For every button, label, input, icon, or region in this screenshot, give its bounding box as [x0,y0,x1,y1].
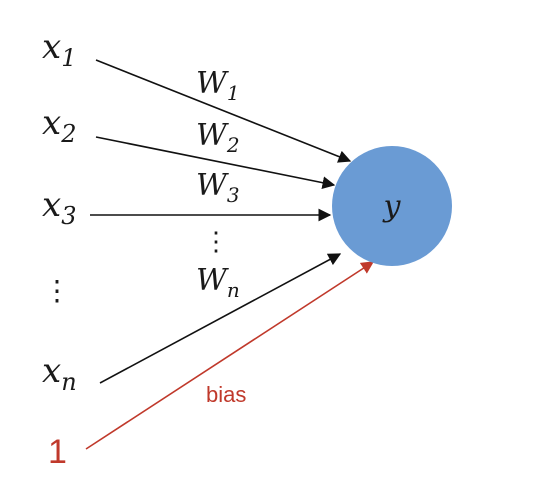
input-label-2: x2 [42,103,76,148]
input-label-n: xn [42,351,77,396]
input-label-3: x3 [42,185,76,230]
input-label-1: x1 [42,27,76,72]
output-node [332,146,452,266]
edge-xn [99,253,342,384]
edge-bias [85,261,375,450]
bias-label: bias [206,382,246,407]
output-label: y [382,189,402,224]
weight-label-3: W3 [196,168,240,207]
weight-label-2: W2 [196,118,240,157]
edge-x1 [95,59,352,163]
weight-label-1: W1 [196,66,240,105]
edge-x2 [95,136,336,189]
input-ellipsis: ⋮ [43,274,71,307]
bias-input-label: 1 [48,433,67,471]
weight-label-n: Wn [196,263,240,302]
weight-ellipsis: ⋮ [203,227,229,257]
